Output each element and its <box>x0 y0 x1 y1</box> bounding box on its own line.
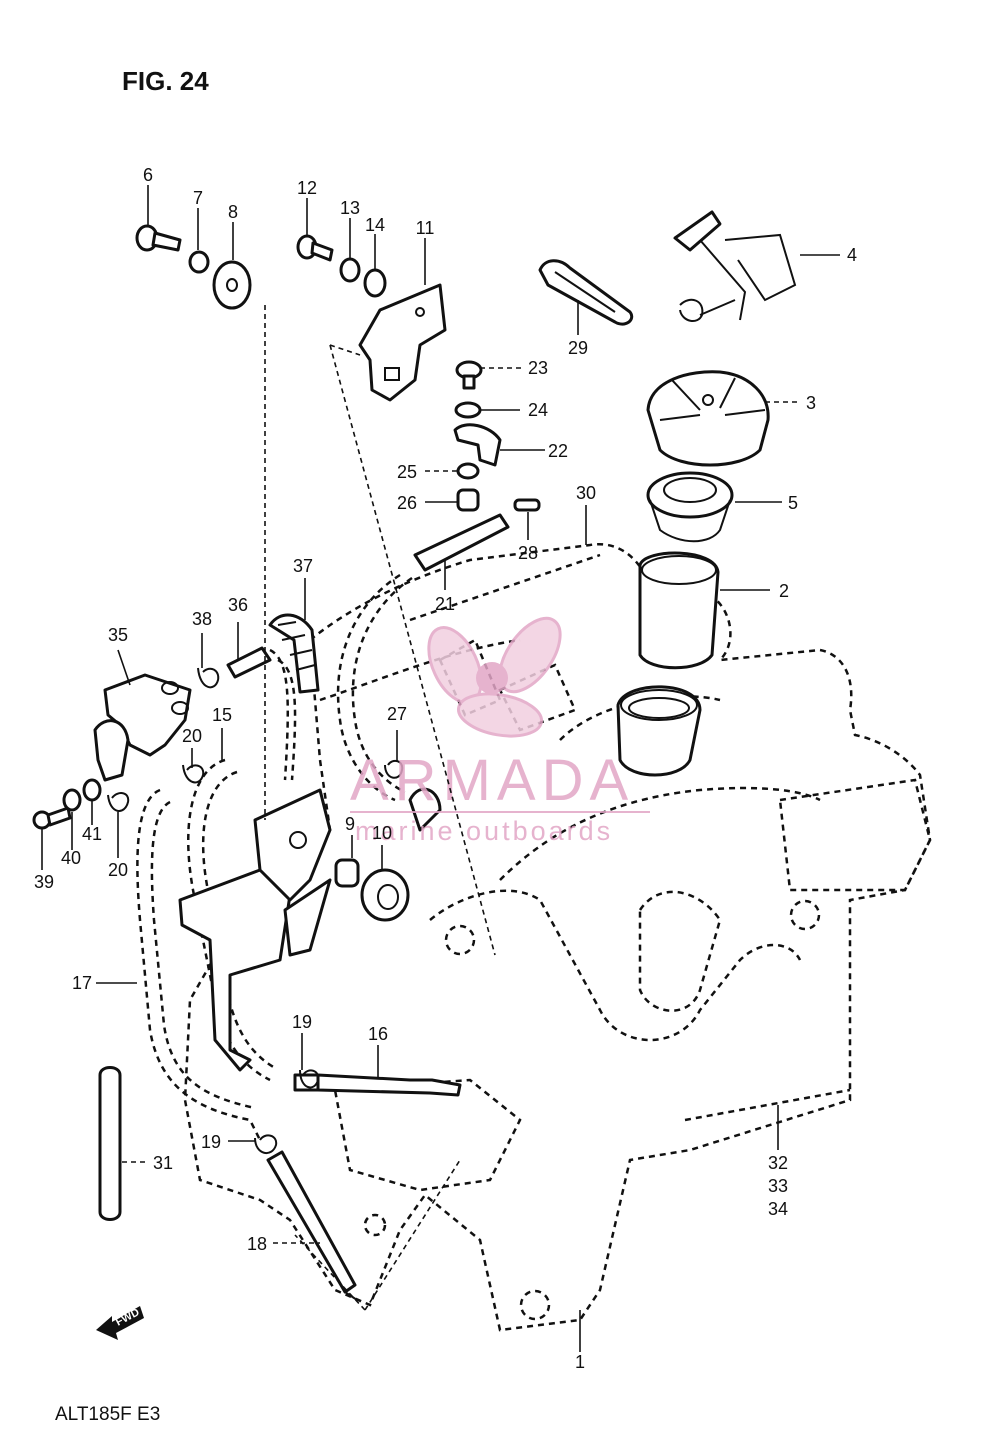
callout-35: 35 <box>108 625 128 645</box>
callout-20-upper: 20 <box>182 726 202 746</box>
neck-sleeve-part-2 <box>638 551 720 670</box>
callout-17: 17 <box>72 973 92 993</box>
callout-19-lower: 19 <box>201 1132 221 1152</box>
fuel-cock-part-35 <box>93 673 192 782</box>
callout-11: 11 <box>416 218 435 238</box>
washer-part-8 <box>212 260 252 310</box>
callout-1: 1 <box>575 1352 585 1372</box>
pipe-joint <box>408 787 442 832</box>
callout-24: 24 <box>528 400 548 420</box>
washer-part-24 <box>454 401 482 419</box>
callout-20-lower: 20 <box>108 860 128 880</box>
callout-32: 32 <box>768 1153 788 1173</box>
callout-8: 8 <box>228 202 238 222</box>
hose-part-18 <box>266 1150 358 1301</box>
spring-clip-part-4 <box>673 210 797 322</box>
callout-labels: 6 7 8 12 13 14 11 4 29 23 3 24 22 25 26 … <box>34 165 857 1372</box>
bolt-part-6 <box>135 224 182 252</box>
callout-18: 18 <box>247 1234 267 1254</box>
callout-26: 26 <box>397 493 417 513</box>
collar-part-26 <box>456 488 480 512</box>
callout-16: 16 <box>368 1024 388 1044</box>
callout-4: 4 <box>847 245 857 265</box>
callout-12: 12 <box>297 178 317 198</box>
plate-part-29 <box>538 259 634 326</box>
figure-title: FIG. 24 <box>122 66 209 96</box>
callout-41: 41 <box>82 824 102 844</box>
callout-21: 21 <box>435 594 455 614</box>
callout-29: 29 <box>568 338 588 358</box>
clip-part-27 <box>384 759 404 779</box>
hose-part-37 <box>268 613 320 694</box>
callout-22: 22 <box>548 441 568 461</box>
callout-39: 39 <box>34 872 54 892</box>
callout-40: 40 <box>61 848 81 868</box>
clip-part-38 <box>197 667 220 689</box>
pipe-part-36 <box>226 646 297 781</box>
washer-part-7 <box>188 250 210 274</box>
forward-arrow-icon: FWD <box>96 1306 144 1340</box>
clip-part-19-lower <box>254 1134 278 1154</box>
watermark-brand: ARMADA <box>350 748 634 813</box>
propeller-logo-icon <box>427 616 562 738</box>
callout-37: 37 <box>293 556 313 576</box>
callout-14: 14 <box>365 215 385 235</box>
callout-33: 33 <box>768 1176 788 1196</box>
callout-19-upper: 19 <box>292 1012 312 1032</box>
nut-part-25 <box>456 462 480 480</box>
clamp-part-22 <box>453 423 502 467</box>
breather-hose-part-30 <box>336 573 413 802</box>
filler-neck <box>616 685 702 777</box>
callout-2: 2 <box>779 581 789 601</box>
fuel-cap-part-3 <box>646 370 770 467</box>
bolt-part-12 <box>296 234 334 262</box>
callout-25: 25 <box>397 462 417 482</box>
callout-10: 10 <box>372 823 392 843</box>
watermark-tagline: marine outboards <box>355 816 613 846</box>
washer-part-40 <box>62 788 82 812</box>
gasket-part-5 <box>646 471 734 543</box>
callout-9: 9 <box>345 814 355 834</box>
clip-part-19-upper <box>299 1069 320 1089</box>
drawing-code: ALT185F E3 <box>55 1404 160 1425</box>
screw-part-39 <box>32 806 72 830</box>
collar-part-9 <box>334 858 360 888</box>
washer-part-13 <box>339 257 361 283</box>
callout-15: 15 <box>212 705 232 725</box>
screw-part-23 <box>455 360 483 390</box>
fuel-tank-part-1 <box>183 542 932 1332</box>
callout-36: 36 <box>228 595 248 615</box>
callout-28: 28 <box>518 543 538 563</box>
callout-13: 13 <box>340 198 360 218</box>
callout-34: 34 <box>768 1199 788 1219</box>
callout-27: 27 <box>387 704 407 724</box>
callout-7: 7 <box>193 188 203 208</box>
bracket-part-11 <box>358 283 447 402</box>
joint-part-21 <box>413 513 510 572</box>
hose-part-17 <box>136 788 262 1141</box>
leader-lines <box>41 185 840 1352</box>
tube-part-31 <box>98 1066 122 1221</box>
pin-part-28 <box>513 498 541 512</box>
callout-38: 38 <box>192 609 212 629</box>
grommet-part-10 <box>360 868 410 922</box>
clip-part-20-lower <box>107 792 130 812</box>
callout-3: 3 <box>806 393 816 413</box>
washer-part-14 <box>363 268 387 298</box>
callout-23: 23 <box>528 358 548 378</box>
mount-bracket <box>178 788 332 1072</box>
callout-5: 5 <box>788 493 798 513</box>
washer-part-41 <box>82 778 102 802</box>
callout-31: 31 <box>153 1153 173 1173</box>
clip-part-20-upper <box>182 764 205 784</box>
hose-part-16 <box>293 1073 462 1097</box>
callout-6: 6 <box>143 165 153 185</box>
callout-30: 30 <box>576 483 596 503</box>
